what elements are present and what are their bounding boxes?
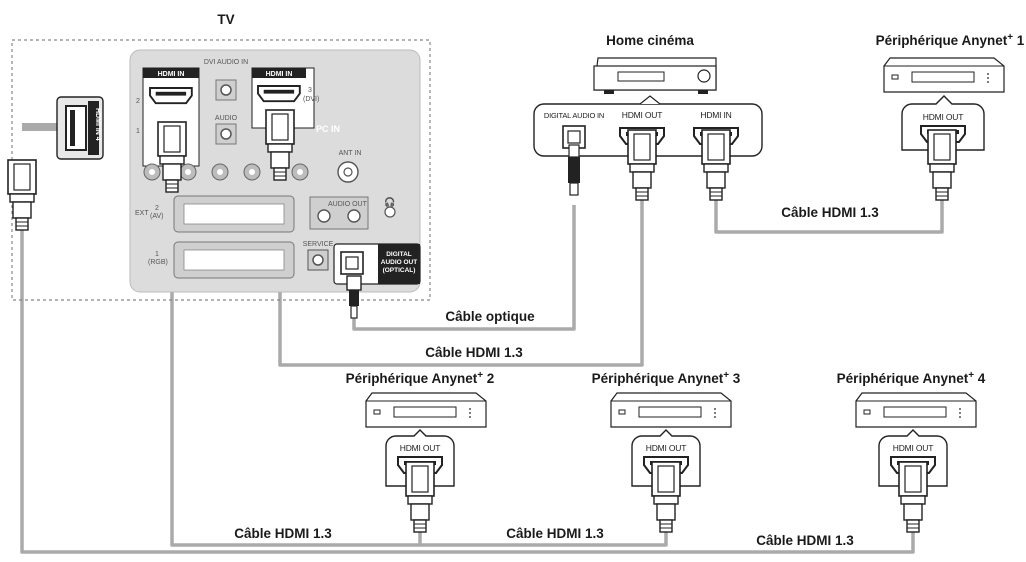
device-1: Périphérique Anynet+ 1 HDMI OUT [876,32,1025,201]
label-cable-tv-to-device2: Câble HDMI 1.3 [234,526,332,541]
hdmi-in-2-socket [149,87,193,105]
home-cinema-unit [593,57,717,94]
label-cable-device2-to-device3: Câble HDMI 1.3 [506,526,604,541]
device-1-label: Périphérique Anynet+ 1 [876,32,1025,48]
hdmi-port-1-number: 1 [136,128,140,135]
ant-in-label: ANT IN [339,150,362,157]
hdmi-in-1-2-label: HDMI IN [158,71,185,78]
hc-port-hdmi-out: HDMI OUT [622,110,662,120]
device-1-box [883,57,1005,93]
hc-optical-plug [568,144,580,196]
hc-port-hdmi-in: HDMI IN [700,110,731,120]
label-cable-tv-to-hc: Câble HDMI 1.3 [425,345,523,360]
service-label: SERVICE [303,241,334,248]
tv: TV HDMI IN 4 HDMI IN 2 1 DVI AUDIO IN [7,12,431,319]
device-3-box [610,392,732,428]
side-hdmi-label: HDMI IN 4 [94,108,101,141]
headphone-jack [384,206,396,218]
device-4-port-label: HDMI OUT [893,443,933,453]
device-3-plug [651,461,681,533]
hc-hdmi-in-plug [701,129,731,201]
device-1-plug [927,129,957,201]
digital-audio-out-line1: DIGITAL [386,251,412,258]
dvi-audio-in-label: DVI AUDIO IN [204,59,248,66]
hc-hdmi-out-plug [627,129,657,201]
label-cable-tv-to-device4: Câble HDMI 1.3 [756,533,854,548]
device-3-port-label: HDMI OUT [646,443,686,453]
label-cable-optical: Câble optique [445,309,535,324]
device-4: Périphérique Anynet+ 4 HDMI OUT [837,370,986,533]
pc-in-label: PC IN [316,124,340,134]
digital-audio-out-line3: (OPTICAL) [383,267,416,274]
home-cinema-label: Home cinéma [606,33,694,48]
tv-side-hdmi-port: HDMI IN 4 [56,96,104,160]
cable-tv-hdmi4-to-device4 [20,220,915,554]
device-2: Périphérique Anynet+ 2 HDMI OUT [346,370,495,533]
ext-1-sub: (RGB) [148,259,168,266]
hdmi-in-3-socket [257,85,301,103]
label-cable-hc-to-device1: Câble HDMI 1.3 [781,205,879,220]
device-4-plug [898,461,928,533]
ext-2-number: 2 [155,205,159,212]
audio-label: AUDIO [215,115,238,122]
device-2-label: Périphérique Anynet+ 2 [346,370,495,386]
hc-port-digital-audio-in: DIGITAL AUDIO IN [544,111,604,120]
hdmi-port-2-number: 2 [136,98,140,105]
device-3-label: Périphérique Anynet+ 3 [592,370,741,386]
device-3: Périphérique Anynet+ 3 HDMI OUT [592,370,741,533]
device-4-box [855,392,977,428]
cable-homecinema-to-device1 [714,198,944,234]
digital-audio-out-line2: AUDIO OUT [381,259,418,266]
hdmi-port-3-number: 3 [308,87,312,94]
ext-label: EXT [135,210,149,217]
cable-optical [352,205,576,331]
cable-labels: Câble HDMI 1.3 Câble optique Câble HDMI … [234,205,879,548]
device-2-box [365,392,487,428]
ext-1-number: 1 [155,251,159,258]
hdmi-port-3-sub: (DVI) [303,96,319,103]
device-4-label: Périphérique Anynet+ 4 [837,370,986,386]
device-2-port-label: HDMI OUT [400,443,440,453]
home-cinema: Home cinéma DIGITAL AUDIO IN HDMI OUT HD… [533,33,763,201]
hdmi-in-3-label: HDMI IN [266,71,293,78]
device-2-plug [405,461,435,533]
ext-2-sub: (AV) [150,213,163,220]
audio-out-label: AUDIO OUT [328,201,368,208]
device-1-port-label: HDMI OUT [923,112,963,122]
tv-optical-plug [346,275,362,319]
headphone-icon: 🎧 [384,196,395,207]
tv-label: TV [217,12,234,27]
